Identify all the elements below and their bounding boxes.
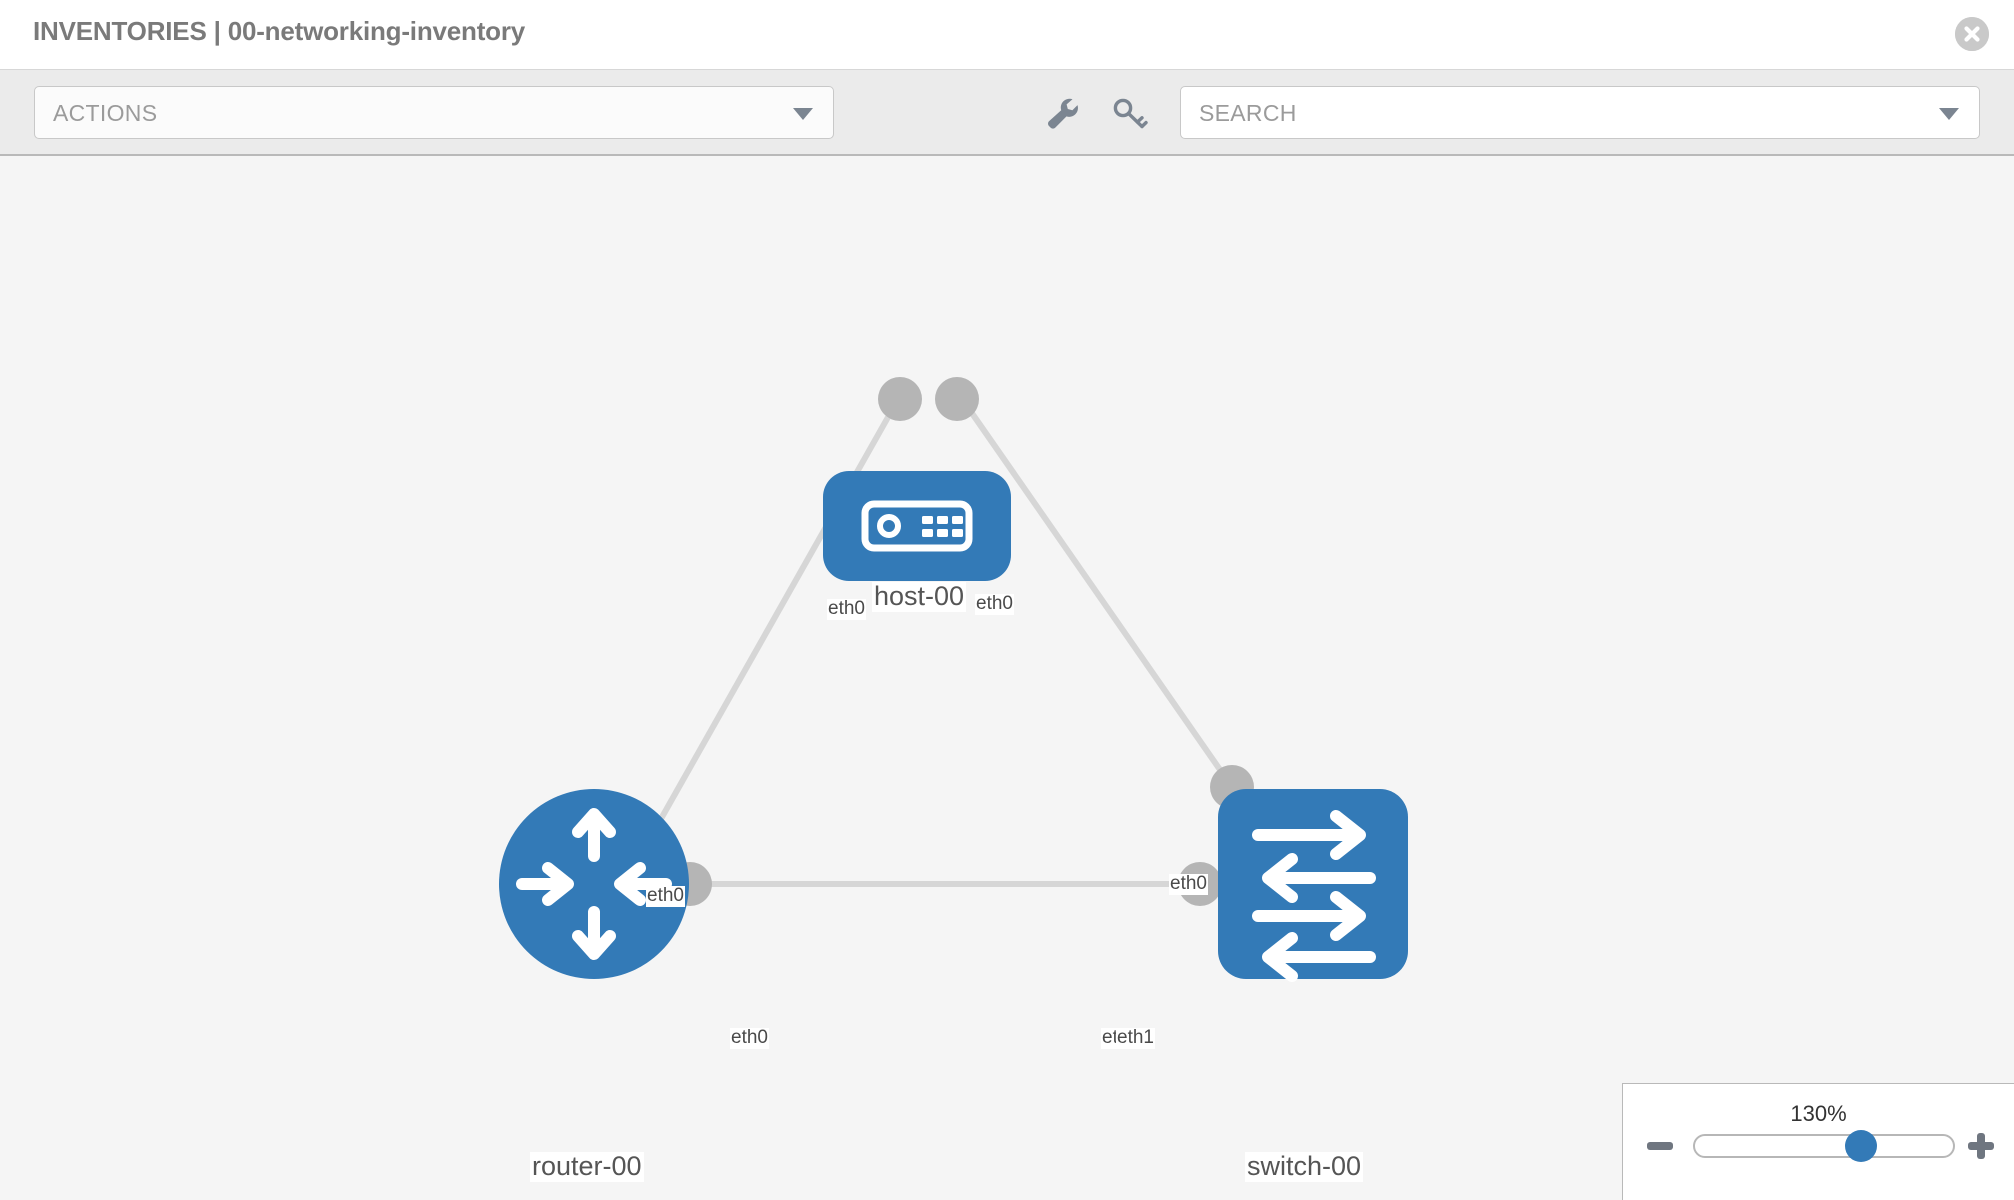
search-placeholder: SEARCH [1199,100,1297,126]
actions-dropdown-label: ACTIONS [53,100,158,126]
node-label-router-00: router-00 [530,1151,644,1182]
iface-label: eth0 [646,885,685,907]
zoom-slider-thumb[interactable] [1845,1130,1877,1162]
iface-label: eth1 [1116,1027,1155,1049]
router-arrows-icon [516,808,672,960]
node-switch-00[interactable] [1218,789,1408,982]
chevron-down-icon [793,108,813,120]
actions-dropdown[interactable]: ACTIONS [34,86,834,139]
minus-bar [1647,1142,1673,1150]
node-label-host-00: host-00 [872,581,967,612]
zoom-slider-track[interactable] [1693,1134,1955,1158]
close-icon[interactable] [1955,17,1989,51]
wrench-icon[interactable] [1043,96,1083,132]
zoom-control-panel: 130% [1622,1083,2014,1200]
node-host-00[interactable] [823,471,1011,581]
iface-label: eth0 [975,593,1014,615]
zoom-level-value: 130% [1790,1101,1847,1126]
node-label-switch-00: switch-00 [1245,1151,1364,1182]
topology-links [637,394,1283,887]
search-input[interactable]: SEARCH [1180,86,1980,139]
plus-icon[interactable] [1966,1131,1996,1161]
iface-label: eth0 [1169,873,1208,895]
topology-canvas[interactable]: eth0 eth0 eth0 eth0 eth0 eth0 eth1 host-… [0,156,2014,1200]
key-icon[interactable] [1110,96,1150,132]
page-title: INVENTORIES | 00-networking-inventory [33,16,526,46]
iface-label: eth0 [730,1027,769,1049]
toolbar: ACTIONS SEARCH [0,70,2014,156]
page-header: INVENTORIES | 00-networking-inventory [0,0,2014,70]
topology-connectors [668,377,1254,906]
switch-arrows-icon [1252,810,1376,982]
link-host-router[interactable] [637,394,903,858]
chevron-down-icon[interactable] [1939,108,1959,120]
topology-svg [499,377,1408,982]
connector-host-left[interactable] [878,377,922,421]
node-router-00[interactable] [499,789,689,979]
plus-bar-vertical [1977,1133,1985,1159]
iface-label: eth0 [827,598,866,620]
connector-host-right[interactable] [935,377,979,421]
server-icon [861,500,973,552]
minus-icon[interactable] [1645,1131,1675,1161]
